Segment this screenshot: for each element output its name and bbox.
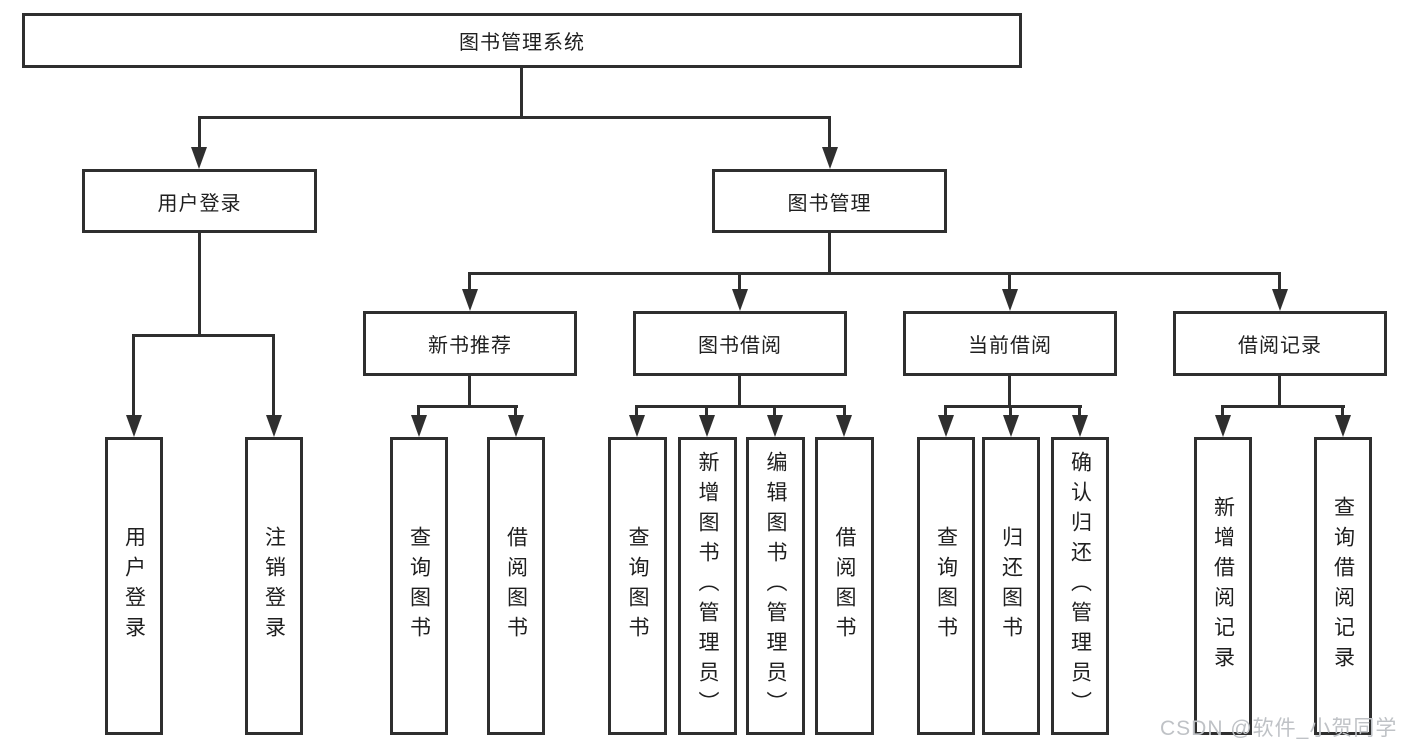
leaf-current-query-books: 查询图书 bbox=[917, 437, 975, 735]
arrowhead-bb-borrow bbox=[836, 415, 852, 437]
leaf-newbooks-query-books-label: 查询图书 bbox=[407, 526, 431, 646]
leaf-user-login: 用户登录 bbox=[105, 437, 163, 735]
leaf-current-confirm-return-admin-label: 确认归还（管理员） bbox=[1068, 451, 1092, 721]
leaf-newbooks-query-books: 查询图书 bbox=[390, 437, 448, 735]
connector-drop-rec-add bbox=[1221, 405, 1224, 417]
arrowhead-book-management bbox=[822, 147, 838, 169]
connector-drop-bb-borrow bbox=[843, 405, 846, 417]
leaf-current-return-books-label: 归还图书 bbox=[999, 526, 1023, 646]
node-user-login: 用户登录 bbox=[82, 169, 317, 233]
leaf-borrowing-query-books: 查询图书 bbox=[608, 437, 667, 735]
arrowhead-rec-add bbox=[1215, 415, 1231, 437]
leaf-user-login-label: 用户登录 bbox=[122, 526, 146, 646]
connector-bookborrow-stem bbox=[738, 376, 741, 407]
arrowhead-cur-confirm bbox=[1072, 415, 1088, 437]
leaf-records-add-record-label: 新增借阅记录 bbox=[1211, 496, 1235, 676]
node-current-borrowing-label: 当前借阅 bbox=[968, 335, 1052, 357]
connector-drop-cur-return bbox=[1009, 405, 1012, 417]
arrowhead-book-borrowing bbox=[732, 289, 748, 311]
connector-current-crossbar bbox=[944, 405, 1082, 408]
arrowhead-new-books bbox=[462, 289, 478, 311]
connector-root-crossbar bbox=[198, 116, 831, 119]
leaf-records-query-record: 查询借阅记录 bbox=[1314, 437, 1372, 735]
leaf-borrowing-edit-books-admin-label: 编辑图书（管理员） bbox=[764, 451, 787, 721]
connector-drop-cur-confirm bbox=[1078, 405, 1081, 417]
node-user-login-label: 用户登录 bbox=[157, 192, 242, 215]
connector-drop-bb-edit bbox=[773, 405, 776, 417]
leaf-current-return-books: 归还图书 bbox=[982, 437, 1040, 735]
connector-drop-borrowing-records bbox=[1278, 272, 1281, 294]
connector-userlogin-crossbar bbox=[132, 334, 275, 337]
leaf-newbooks-borrow-books: 借阅图书 bbox=[487, 437, 545, 735]
arrowhead-bb-edit bbox=[767, 415, 783, 437]
connector-drop-bb-query bbox=[635, 405, 638, 417]
node-root-library-system: 图书管理系统 bbox=[22, 13, 1022, 68]
arrowhead-nb-query bbox=[411, 415, 427, 437]
connector-drop-book-borrowing bbox=[738, 272, 741, 294]
arrowhead-current-borrowing bbox=[1002, 289, 1018, 311]
arrowhead-cur-return bbox=[1003, 415, 1019, 437]
connector-root-stem bbox=[520, 68, 523, 119]
leaf-borrowing-edit-books-admin: 编辑图书（管理员） bbox=[746, 437, 805, 735]
connector-drop-nb-query bbox=[417, 405, 420, 417]
connector-drop-nb-borrow bbox=[514, 405, 517, 417]
arrowhead-leaf-user-login bbox=[126, 415, 142, 437]
leaf-current-query-books-label: 查询图书 bbox=[934, 526, 958, 646]
leaf-borrowing-add-books-admin-label: 新增图书（管理员） bbox=[696, 451, 719, 721]
connector-drop-user-login bbox=[198, 116, 201, 150]
arrowhead-rec-query bbox=[1335, 415, 1351, 437]
connector-userlogin-stem bbox=[198, 233, 201, 336]
connector-newbooks-crossbar bbox=[417, 405, 518, 408]
node-current-borrowing: 当前借阅 bbox=[903, 311, 1117, 376]
leaf-records-add-record: 新增借阅记录 bbox=[1194, 437, 1252, 735]
node-book-borrowing-label: 图书借阅 bbox=[698, 335, 782, 357]
connector-drop-current-borrowing bbox=[1008, 272, 1011, 294]
node-book-management-label: 图书管理 bbox=[787, 192, 872, 215]
leaf-logout-label: 注销登录 bbox=[262, 526, 286, 646]
arrowhead-leaf-logout bbox=[266, 415, 282, 437]
node-book-management: 图书管理 bbox=[712, 169, 947, 233]
leaf-newbooks-borrow-books-label: 借阅图书 bbox=[504, 526, 528, 646]
leaf-borrowing-borrow-books: 借阅图书 bbox=[815, 437, 874, 735]
connector-drop-new-books bbox=[468, 272, 471, 294]
leaf-logout: 注销登录 bbox=[245, 437, 303, 735]
node-book-borrowing: 图书借阅 bbox=[633, 311, 847, 376]
node-borrowing-records: 借阅记录 bbox=[1173, 311, 1387, 376]
connector-drop-rec-query bbox=[1341, 405, 1344, 417]
arrowhead-bb-add bbox=[699, 415, 715, 437]
connector-bookmgmt-crossbar bbox=[468, 272, 1281, 275]
arrowhead-cur-query bbox=[938, 415, 954, 437]
connector-records-stem bbox=[1278, 376, 1281, 407]
leaf-records-query-record-label: 查询借阅记录 bbox=[1331, 496, 1355, 676]
connector-drop-bb-add bbox=[705, 405, 708, 417]
connector-drop-book-management bbox=[828, 116, 831, 150]
leaf-borrowing-add-books-admin: 新增图书（管理员） bbox=[678, 437, 737, 735]
node-borrowing-records-label: 借阅记录 bbox=[1238, 335, 1322, 357]
connector-newbooks-stem bbox=[468, 376, 471, 407]
leaf-borrowing-query-books-label: 查询图书 bbox=[626, 526, 649, 646]
arrowhead-nb-borrow bbox=[508, 415, 524, 437]
node-new-book-recommendation-label: 新书推荐 bbox=[428, 335, 512, 357]
arrowhead-bb-query bbox=[629, 415, 645, 437]
csdn-watermark: CSDN @软件_小贺同学 bbox=[1160, 717, 1398, 740]
connector-bookborrow-crossbar bbox=[635, 405, 846, 408]
connector-drop-cur-query bbox=[944, 405, 947, 417]
connector-records-crossbar bbox=[1221, 405, 1345, 408]
node-new-book-recommendation: 新书推荐 bbox=[363, 311, 577, 376]
connector-current-stem bbox=[1008, 376, 1011, 407]
arrowhead-borrowing-records bbox=[1272, 289, 1288, 311]
connector-drop-leaf-user-login bbox=[132, 334, 135, 418]
leaf-borrowing-borrow-books-label: 借阅图书 bbox=[833, 526, 856, 646]
arrowhead-user-login bbox=[191, 147, 207, 169]
node-root-label: 图书管理系统 bbox=[459, 32, 585, 54]
connector-drop-leaf-logout bbox=[272, 334, 275, 418]
connector-bookmgmt-stem bbox=[828, 233, 831, 274]
leaf-current-confirm-return-admin: 确认归还（管理员） bbox=[1051, 437, 1109, 735]
